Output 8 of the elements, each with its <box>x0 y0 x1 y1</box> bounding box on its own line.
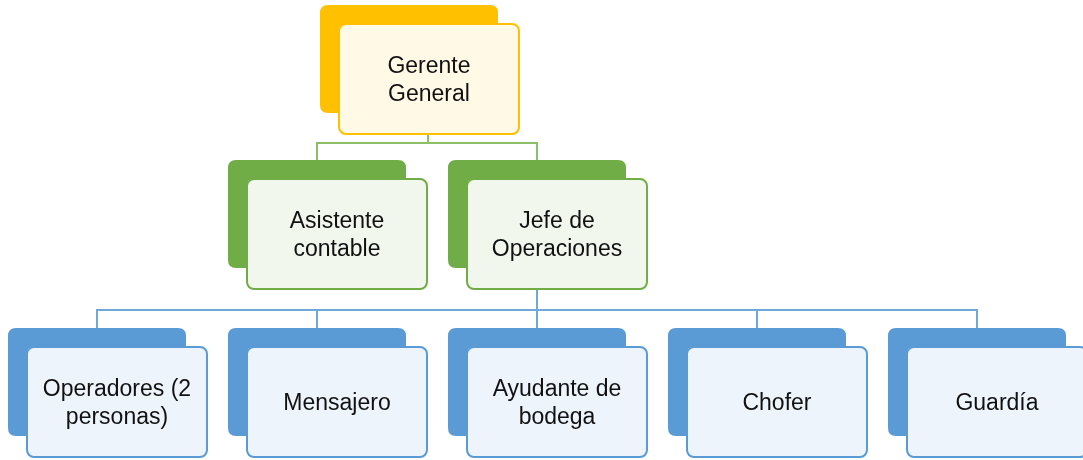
role-title: Mensajero <box>283 388 391 416</box>
role-title: Ayudante de bodega <box>491 374 623 430</box>
role-title: Jefe de Operaciones <box>490 206 624 262</box>
role-title: Operadores (2 personas) <box>41 374 193 430</box>
role-title: Gerente General <box>386 51 472 107</box>
role-title: Asistente contable <box>288 206 386 262</box>
role-title: Guardía <box>955 388 1039 416</box>
role-title: Chofer <box>742 388 812 416</box>
